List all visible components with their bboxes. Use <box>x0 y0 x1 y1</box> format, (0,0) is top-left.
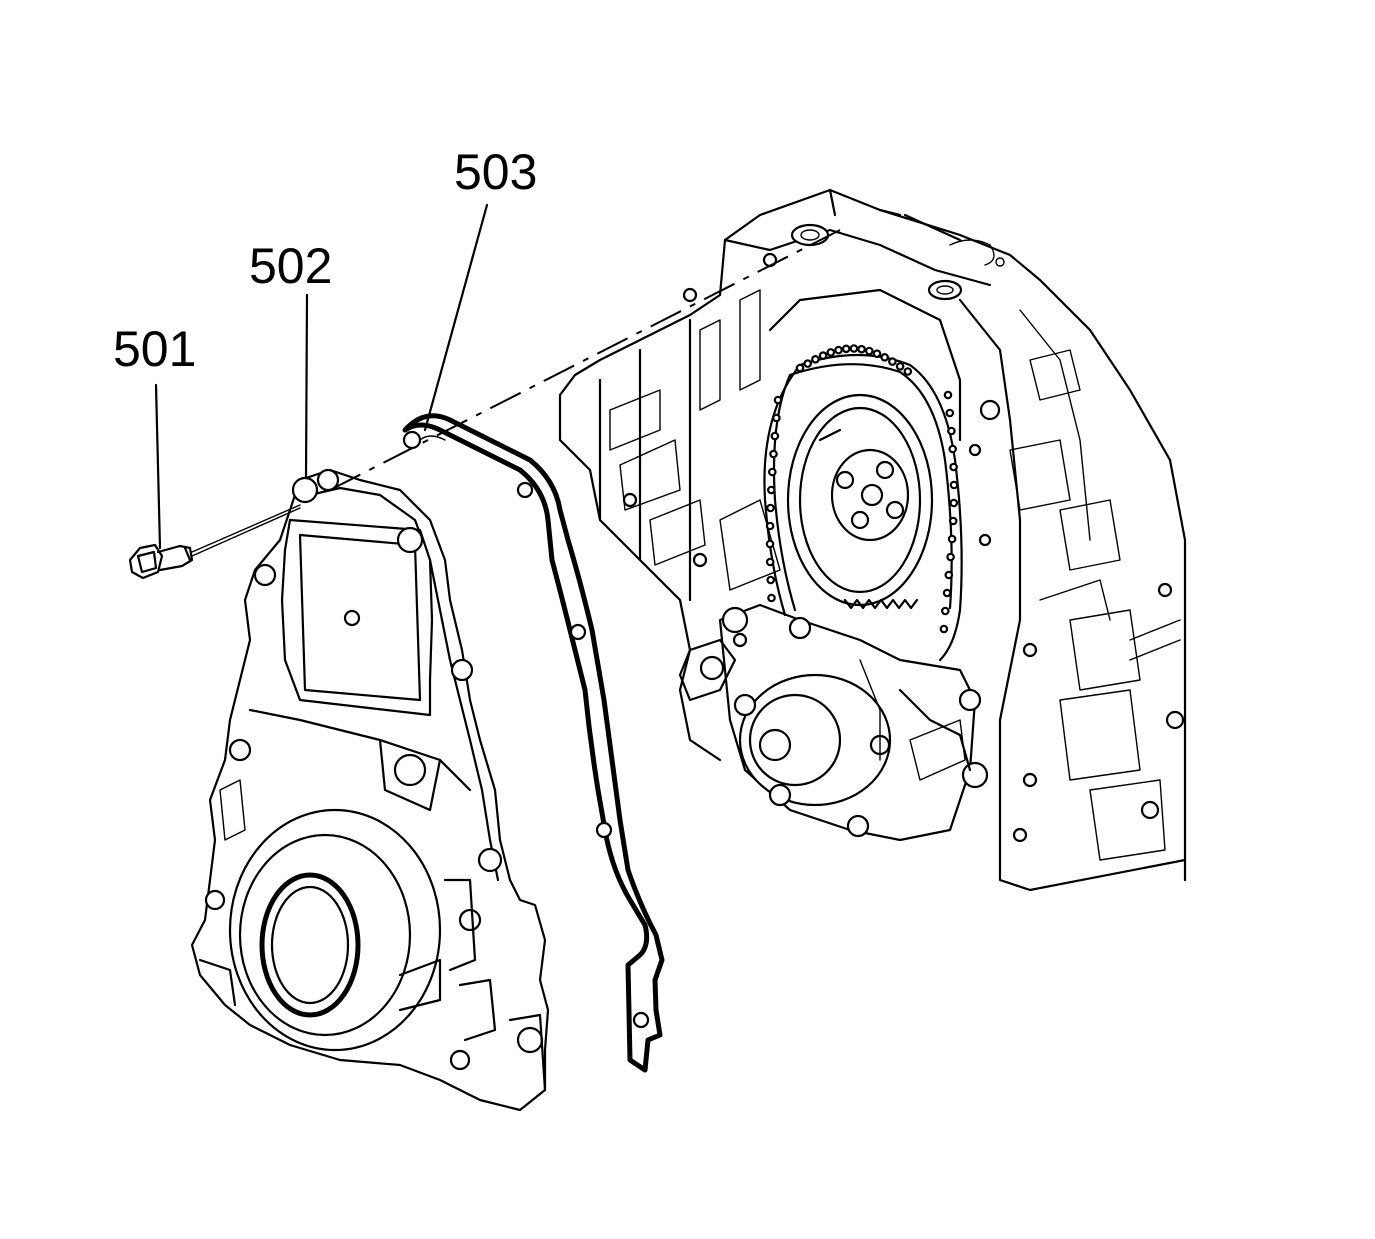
chain-link <box>766 503 775 513</box>
chain-link <box>767 593 776 603</box>
chain-link <box>770 431 780 441</box>
leader-501 <box>154 383 162 550</box>
front-cover <box>190 468 550 1112</box>
chain-link <box>946 552 955 562</box>
timing-sprocket <box>763 344 963 662</box>
chain-link <box>841 344 851 354</box>
chain-link <box>834 345 843 355</box>
chain-link <box>767 467 777 477</box>
chain-link <box>765 557 775 567</box>
chain-link <box>880 352 890 362</box>
chain-link <box>942 588 952 598</box>
chain-link <box>939 624 949 634</box>
timing-chain <box>765 344 959 634</box>
chain-link <box>895 362 905 371</box>
cover-bolt <box>128 504 301 580</box>
chain-link <box>849 344 859 353</box>
chain-link <box>940 606 950 616</box>
chain-link <box>949 462 958 472</box>
chain-link <box>765 539 775 549</box>
chain-link <box>947 534 957 544</box>
leader-lines <box>154 203 489 550</box>
chain-link <box>949 480 959 490</box>
leader-502 <box>304 293 309 480</box>
callout-502: 502 <box>249 238 332 294</box>
chain-link <box>765 521 775 531</box>
chain-link <box>944 570 954 580</box>
alignment-centerline <box>329 229 841 491</box>
callout-503: 503 <box>454 144 537 200</box>
leader-503 <box>423 203 489 432</box>
chain-link <box>872 349 882 359</box>
chain-link <box>903 367 913 376</box>
chain-link <box>772 413 781 423</box>
chain-link <box>945 408 955 418</box>
chain-link <box>943 390 953 400</box>
chain-link <box>826 348 836 357</box>
chain-link <box>948 516 958 526</box>
oil-pump <box>678 603 989 842</box>
chain-link <box>948 444 958 454</box>
chain-link <box>947 426 956 436</box>
cover-gasket <box>402 413 665 1073</box>
chain-link <box>766 485 776 495</box>
chain-link <box>857 344 866 354</box>
chain-link <box>795 363 805 373</box>
chain-link <box>949 498 959 508</box>
chain-link <box>818 351 828 360</box>
chain-link <box>766 575 776 585</box>
chain-link <box>769 449 778 459</box>
chain-link <box>803 359 813 368</box>
chain-link <box>888 357 897 366</box>
chain-link <box>811 354 820 364</box>
chain-link <box>864 346 874 356</box>
callout-501: 501 <box>113 321 196 377</box>
chain-link <box>773 395 783 405</box>
